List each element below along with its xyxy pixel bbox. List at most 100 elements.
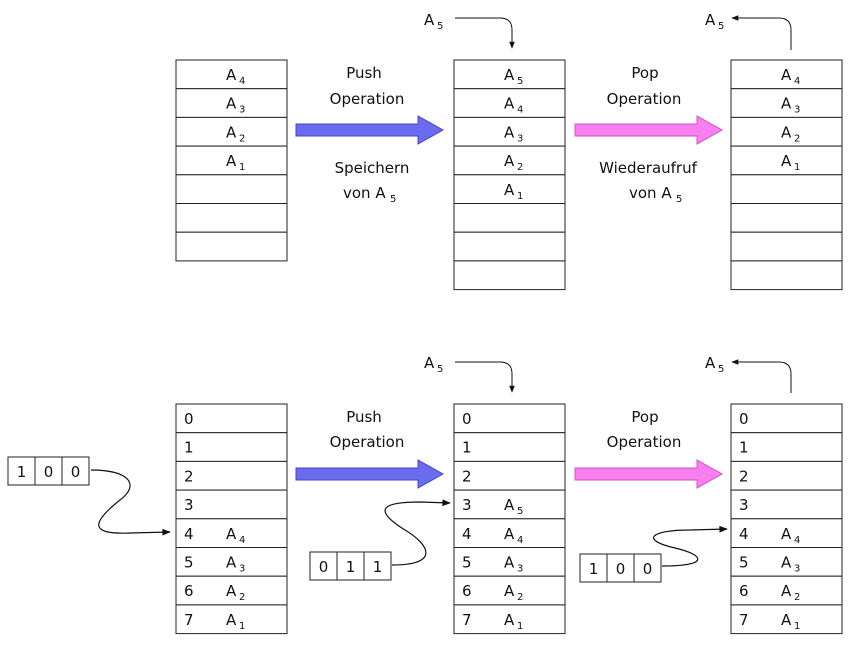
cell-value-subscript: 1 bbox=[517, 191, 523, 202]
cell-value-subscript: 3 bbox=[794, 105, 800, 116]
pop-note-recall: Wiederaufruf bbox=[599, 159, 697, 177]
push-label-operation: Operation bbox=[330, 433, 405, 451]
cell-value: A bbox=[504, 554, 515, 572]
cell-value-subscript: 2 bbox=[794, 133, 800, 144]
cell-index: 6 bbox=[462, 582, 472, 600]
cell-value-subscript: 4 bbox=[517, 535, 523, 546]
stack-cell bbox=[730, 231, 843, 262]
cell-value-subscript: 5 bbox=[517, 76, 523, 87]
cell-value: A bbox=[504, 582, 515, 600]
stack-cell bbox=[730, 203, 843, 233]
push-label: Push bbox=[346, 408, 382, 426]
stack-cell bbox=[453, 604, 566, 635]
cell-value: A bbox=[781, 152, 792, 170]
stack-cell bbox=[453, 432, 566, 462]
pointer-bit-cell bbox=[336, 551, 365, 581]
push-arrow bbox=[295, 459, 445, 489]
push-label: Push bbox=[346, 64, 382, 82]
incoming-element-subscript: 5 bbox=[437, 364, 443, 375]
stack-cell bbox=[730, 432, 843, 462]
cell-value-subscript: 1 bbox=[239, 162, 245, 173]
stack-cell bbox=[453, 231, 566, 262]
pointer-bit: 1 bbox=[589, 560, 599, 578]
pop-label-operation: Operation bbox=[607, 90, 682, 108]
cell-value: A bbox=[226, 66, 237, 84]
stack-cell bbox=[453, 403, 566, 434]
cell-value-subscript: 4 bbox=[517, 105, 523, 116]
stack-cell bbox=[175, 460, 288, 491]
pointer-link-after-pop bbox=[653, 525, 728, 567]
stack-cell bbox=[175, 604, 288, 635]
pointer-link-before bbox=[90, 469, 171, 536]
cell-value-subscript: 2 bbox=[517, 162, 523, 173]
pointer-bit-cell bbox=[606, 553, 635, 583]
cell-index: 4 bbox=[462, 525, 472, 543]
stack-cell bbox=[453, 88, 566, 118]
stack-cell bbox=[453, 145, 566, 176]
cell-value: A bbox=[781, 95, 792, 113]
pop-out-arrow bbox=[731, 359, 792, 393]
outgoing-element-label: A bbox=[705, 11, 716, 29]
push-in-arrow bbox=[455, 361, 515, 393]
cell-value-subscript: 1 bbox=[794, 162, 800, 173]
pointer-bit-cell bbox=[633, 553, 662, 583]
push-arrow bbox=[295, 115, 445, 145]
pop-note-subscript: 5 bbox=[676, 194, 682, 205]
outgoing-element-label: A bbox=[705, 354, 716, 372]
cell-value: A bbox=[226, 611, 237, 629]
cell-index: 6 bbox=[739, 582, 749, 600]
pointer-bit: 0 bbox=[71, 463, 81, 481]
pointer-bit: 0 bbox=[319, 558, 329, 576]
pop-arrow bbox=[574, 459, 724, 489]
stack-cell bbox=[453, 260, 566, 291]
cell-value-subscript: 4 bbox=[239, 76, 245, 87]
cell-index: 7 bbox=[739, 611, 749, 629]
cell-value: A bbox=[504, 611, 515, 629]
pop-label: Pop bbox=[631, 408, 658, 426]
cell-value: A bbox=[226, 123, 237, 141]
cell-index: 1 bbox=[184, 439, 194, 457]
cell-value: A bbox=[781, 611, 792, 629]
pop-label-operation: Operation bbox=[607, 433, 682, 451]
push-in-arrow bbox=[455, 17, 515, 49]
cell-value: A bbox=[226, 95, 237, 113]
stack-cell bbox=[730, 88, 843, 118]
stack-cell bbox=[175, 88, 288, 118]
stack-cell bbox=[175, 59, 288, 90]
cell-index: 1 bbox=[739, 439, 749, 457]
push-label-operation: Operation bbox=[330, 90, 405, 108]
stack-cell bbox=[730, 604, 843, 635]
cell-value-subscript: 2 bbox=[794, 592, 800, 603]
cell-value: A bbox=[226, 582, 237, 600]
pointer-bit: 0 bbox=[643, 560, 653, 578]
cell-index: 7 bbox=[462, 611, 472, 629]
stack-cell bbox=[175, 547, 288, 577]
stack-cell bbox=[175, 203, 288, 233]
cell-value-subscript: 2 bbox=[517, 592, 523, 603]
cell-index: 5 bbox=[184, 554, 194, 572]
cell-value-subscript: 4 bbox=[794, 76, 800, 87]
cell-value: A bbox=[504, 66, 515, 84]
cell-value-subscript: 4 bbox=[239, 535, 245, 546]
pointer-bit: 0 bbox=[44, 463, 54, 481]
cell-value-subscript: 3 bbox=[517, 133, 523, 144]
push-note-of: von A bbox=[343, 184, 386, 202]
cell-value: A bbox=[504, 525, 515, 543]
pointer-bit-cell bbox=[61, 456, 90, 486]
cell-value: A bbox=[504, 496, 515, 514]
pointer-bit: 1 bbox=[346, 558, 356, 576]
stack-cell bbox=[453, 575, 566, 606]
pop-note-of: von A bbox=[629, 184, 672, 202]
push-note-store: Speichern bbox=[335, 159, 410, 177]
cell-value-subscript: 1 bbox=[517, 621, 523, 632]
cell-value: A bbox=[504, 181, 515, 199]
incoming-element-label: A bbox=[424, 354, 435, 372]
